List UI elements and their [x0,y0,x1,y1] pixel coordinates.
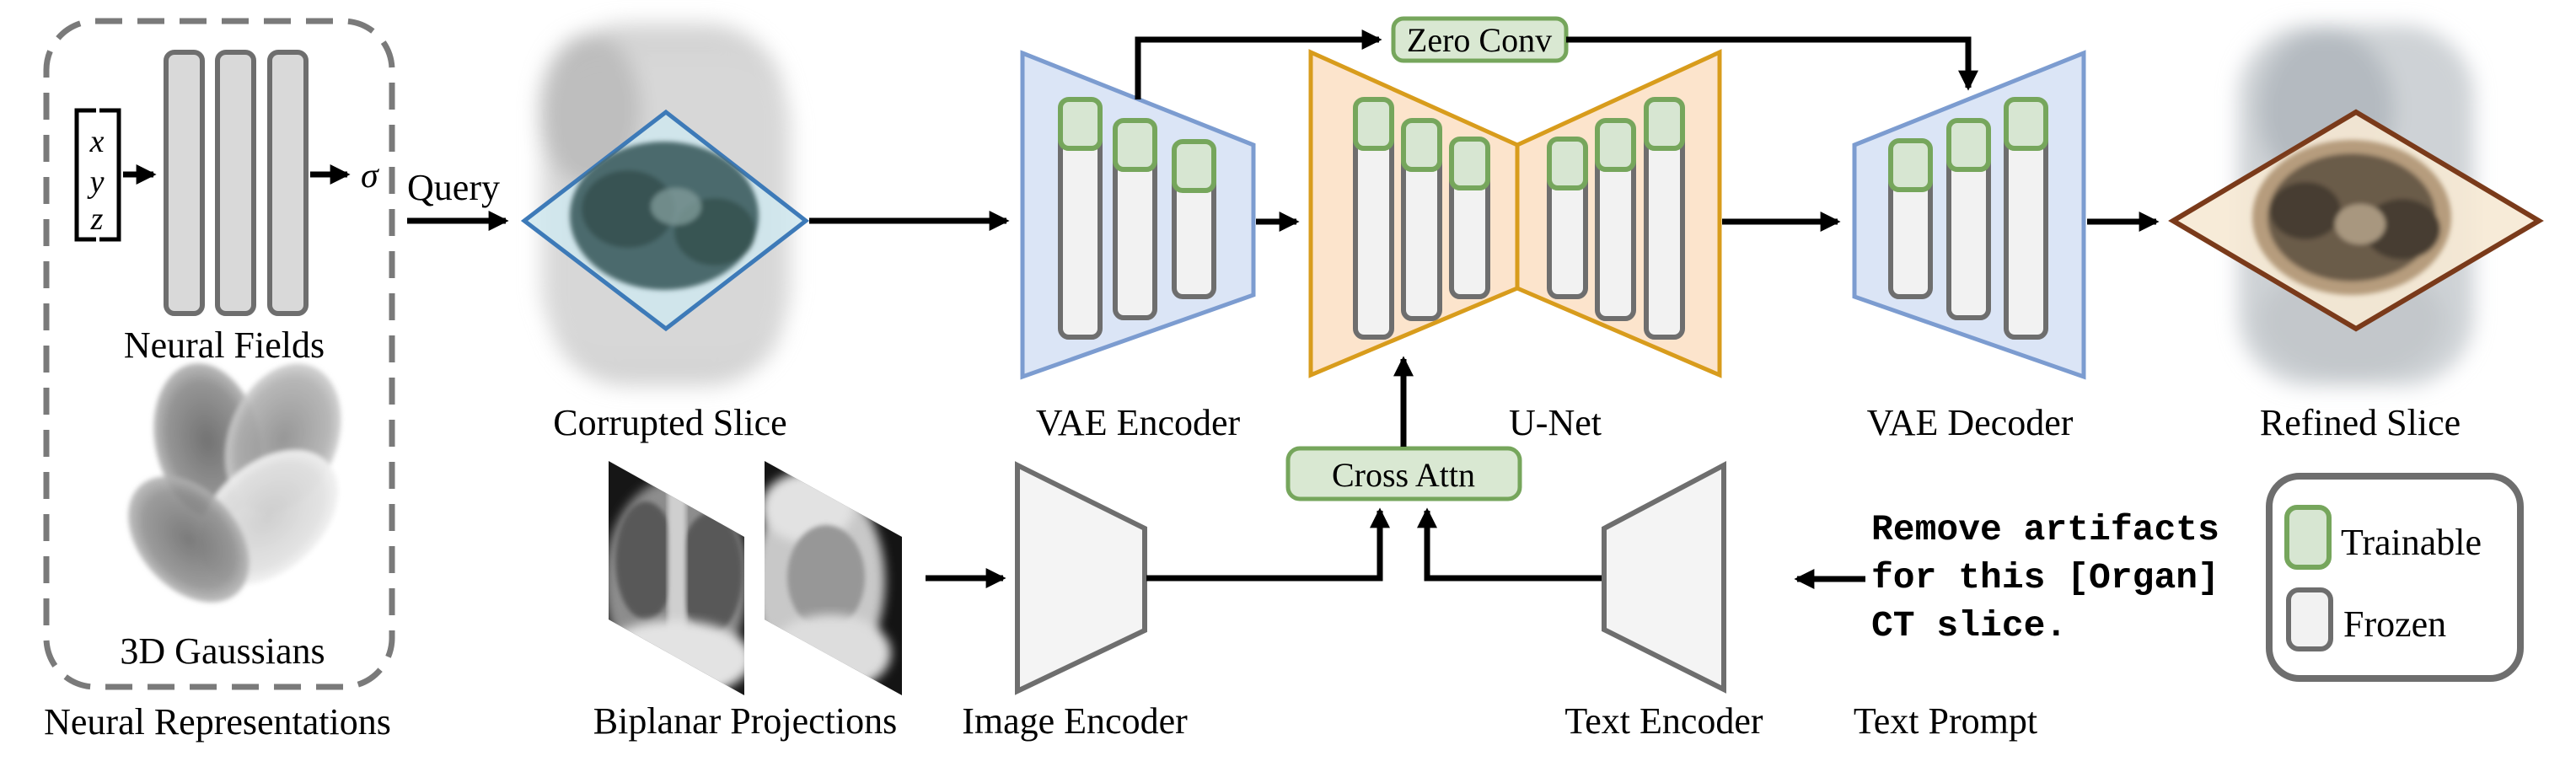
trainable-cap [1888,138,1933,192]
query-label: Query [407,167,500,208]
prompt-line: CT slice. [1871,605,2067,646]
neural-representations-dashed-box [43,18,395,690]
gaussians-label: 3D Gaussians [120,630,325,672]
image-encoder-label: Image Encoder [962,700,1188,742]
trainable-cap [1113,118,1157,172]
ct-section-lung [582,170,674,248]
ct-section-lung [2270,182,2341,239]
image-encoder-shape [1015,461,1147,695]
arrow-image-encoder-to-crossattn [1146,507,1390,582]
corrupted-slice-label: Corrupted Slice [553,402,786,443]
left-bracket-glyph [74,108,96,242]
cross-attn-label: Cross Attn [1332,456,1475,494]
xray-lung [787,525,865,630]
neural-fields-label: Neural Fields [124,324,325,366]
trainable-cap [1946,118,1991,172]
zero-conv-box: Zero Conv [1391,16,1569,63]
mlp-layer-bar [267,50,309,316]
legend-trainable-swatch [2284,505,2332,570]
trainable-cap [1353,97,1394,151]
vae-encoder-label: VAE Encoder [1036,402,1241,443]
unet [1308,49,1722,378]
refined-slice-label: Refined Slice [2260,402,2461,443]
frozen-bar [1946,145,1991,320]
corrupted-slice-illustration [520,24,810,386]
ct-section-highlight [651,188,701,225]
mlp-layer-bar [164,50,205,316]
vector-x: x [89,124,105,159]
neural-representations-label: Neural Representations [44,701,391,743]
biplanar-frontal-xray [609,461,744,695]
gaussian-ellipse [128,476,250,603]
legend-trainable-label: Trainable [2341,522,2482,563]
trainable-cap [1058,97,1103,151]
ct-volume-shading [539,34,641,185]
frozen-bar [2004,124,2048,340]
sigma-output: σ [361,157,380,196]
trainable-cap [1644,97,1685,151]
trainable-cap [1401,118,1442,172]
unet-blocks [1353,97,1685,340]
biplanar-lateral-xray [765,461,902,695]
neural-representations-panel: x y z σ Neural Fields 3D Gaussians Neura… [43,18,395,743]
cross-attn-rect [1285,446,1522,501]
refined-ct-section [2252,140,2451,295]
decoder-block [1888,97,2048,340]
coordinate-vector: x y z [74,108,121,242]
trainable-cap [1449,137,1490,190]
text-encoder-shape [1602,461,1726,694]
corrupted-ct-section [570,142,759,290]
vae-decoder [1852,50,2086,380]
arrow-encoder-to-zeroconv [1135,29,1382,99]
gaussians-illustration [128,363,341,603]
mlp-layer-bar [215,50,256,316]
cross-attn-box: Cross Attn [1285,446,1522,501]
unet-label: U-Net [1509,402,1602,443]
frozen-bar [1644,124,1685,340]
arrow-zeroconv-to-decoder [1566,36,1978,91]
xray-diaphragm [770,614,891,692]
neural-fields-mlp [164,50,309,316]
legend-frozen-label: Frozen [2343,603,2446,645]
frozen-bar [1401,145,1442,321]
trainable-cap [1595,118,1636,172]
ct-section-lung [2364,199,2440,260]
prompt-line: Remove artifacts [1871,509,2219,550]
right-bracket-glyph [99,108,121,242]
legend-frozen-swatch [2286,587,2333,651]
arrow-text-encoder-to-crossattn [1417,507,1604,582]
frozen-bar [1113,145,1157,320]
text-encoder-label: Text Encoder [1564,700,1763,742]
frozen-bar [1353,124,1394,340]
encoder-block [1058,97,1216,340]
frozen-bar [1595,145,1636,321]
trainable-cap [1172,139,1216,193]
vector-y: y [87,164,105,200]
prompt-line: for this [Organ] [1871,557,2219,598]
text-prompt-text: Remove artifacts for this [Organ] CT sli… [1871,509,2219,646]
xray-lung [679,512,743,634]
xray-diaphragm [609,620,744,695]
refined-slice-illustration [2168,25,2544,386]
vae-decoder-label: VAE Decoder [1867,402,2074,443]
vector-z: z [90,201,104,237]
vae-encoder [1020,50,1256,380]
text-prompt-label: Text Prompt [1854,700,2037,742]
xray-lung [615,501,676,619]
frozen-bar [1058,124,1103,340]
biplanar-label: Biplanar Projections [593,700,898,742]
zero-conv-label: Zero Conv [1407,21,1552,59]
trainable-cap [1547,137,1588,190]
legend-box: Trainable Frozen [2266,473,2524,682]
ct-section-highlight [2335,204,2385,244]
trainable-cap [2004,97,2048,151]
